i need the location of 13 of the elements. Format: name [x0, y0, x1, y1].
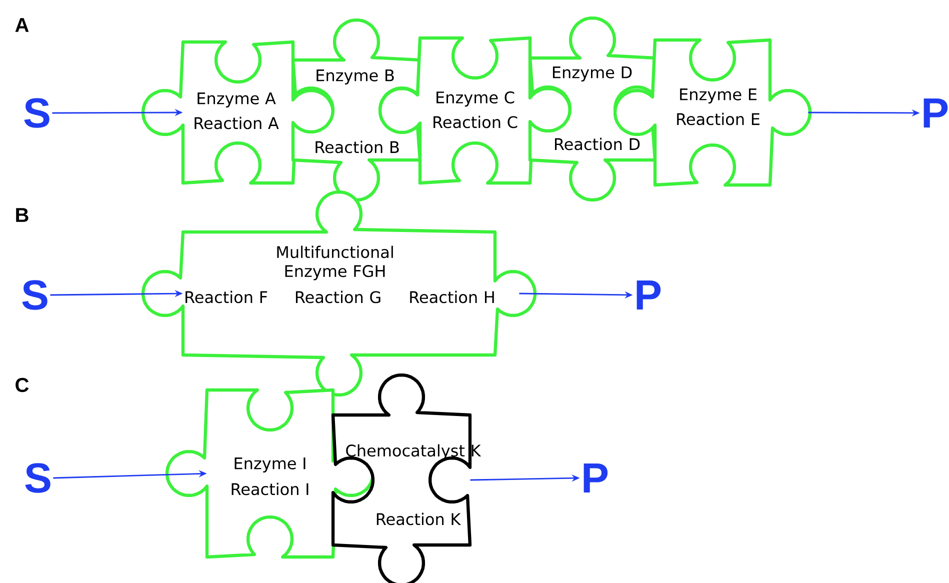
- compound-letter: S: [25, 463, 50, 493]
- compound-letter: P: [584, 464, 608, 492]
- compound-letter: P: [924, 98, 948, 128]
- puzzle-piece: Enzyme D Reaction D: [528, 16, 657, 202]
- panel-letter: A: [15, 18, 29, 32]
- panel-letter: B: [16, 208, 28, 222]
- node-label: Reaction K: [376, 512, 461, 526]
- puzzle-piece: Enzyme B Reaction B: [291, 18, 422, 202]
- compound-letter: P: [636, 280, 661, 310]
- puzzle-piece: Multifunctional Enzyme FGH Reaction F Reaction G Reaction H: [142, 190, 536, 396]
- panel-letter: C: [16, 378, 29, 392]
- compound-letter: S: [22, 280, 48, 310]
- compound-letter: S: [24, 98, 50, 128]
